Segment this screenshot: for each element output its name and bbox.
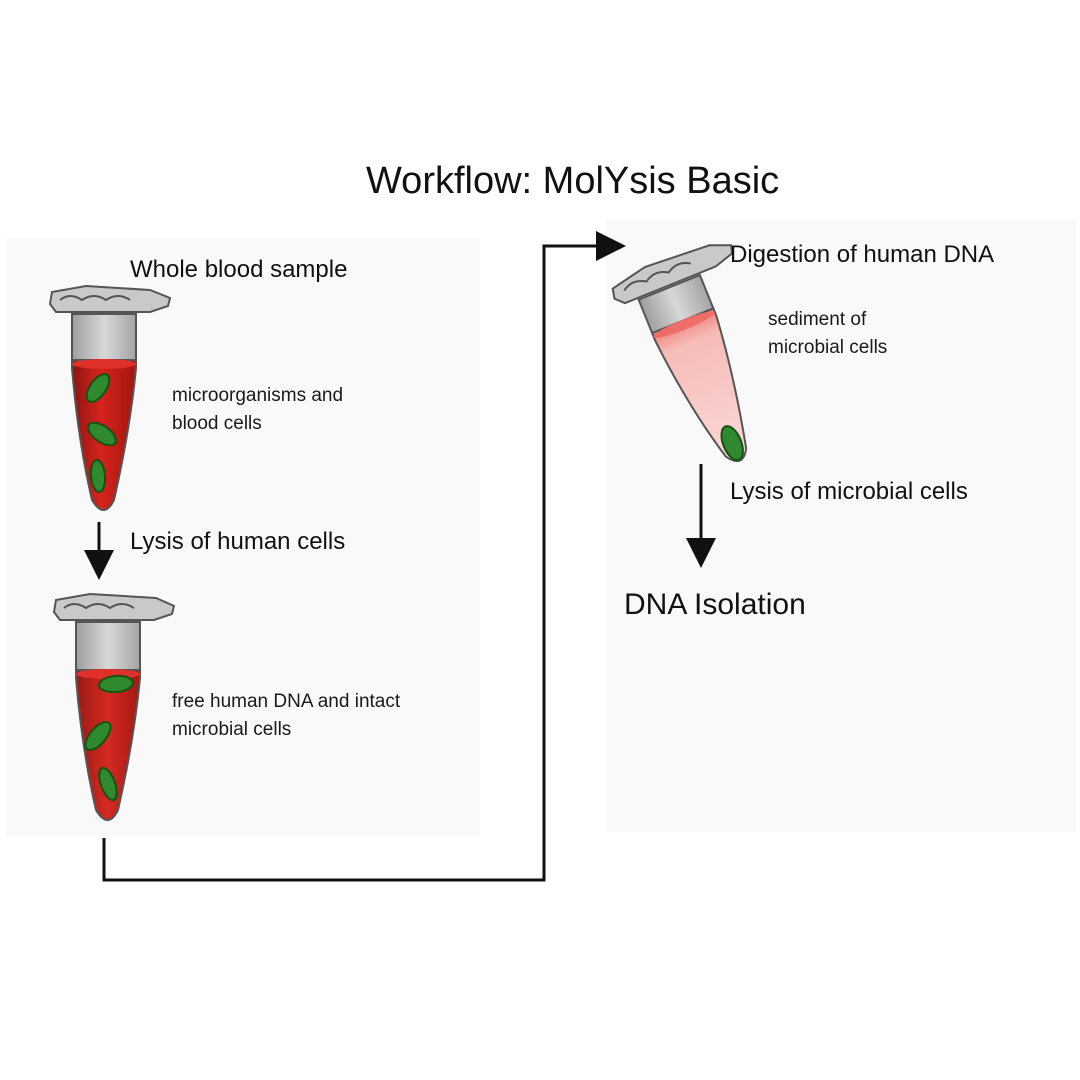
note-digestion: sediment of microbial cells [768,306,887,362]
label-lysis-microbial: Lysis of microbial cells [730,478,968,505]
note-line: microbial cells [172,719,292,740]
microbe-sediment [720,425,744,462]
blood-fill [75,669,141,821]
microbe [87,421,117,447]
microbe [98,766,118,802]
tube-after-lysis [52,592,176,821]
note-after-lysis: free human DNA and intact microbial cell… [172,688,400,744]
note-line: microbial cells [768,337,888,358]
page-title: Workflow: MolYsis Basic [366,160,780,202]
note-line: microorganisms and [172,385,344,406]
note-line: blood cells [172,413,262,434]
label-digestion: Digestion of human DNA [730,241,995,268]
arrow-connector [102,231,626,882]
note-whole-blood: microorganisms and blood cells [172,382,343,438]
microbe [89,459,107,493]
microbe [98,674,134,694]
supernatant-fill [650,307,748,463]
label-lysis-human: Lysis of human cells [130,528,346,555]
microbe [85,373,111,403]
tube-cap [48,284,172,313]
tube-whole-blood [48,284,172,511]
note-line: free human DNA and intact [172,691,401,712]
tube-cap [611,244,734,305]
tube-cap [52,592,176,621]
label-whole-blood: Whole blood sample [130,256,348,283]
note-line: sediment of [768,309,867,330]
tube-digestion [611,244,748,463]
label-dna-isolation: DNA Isolation [624,588,806,621]
microbe [84,720,112,752]
